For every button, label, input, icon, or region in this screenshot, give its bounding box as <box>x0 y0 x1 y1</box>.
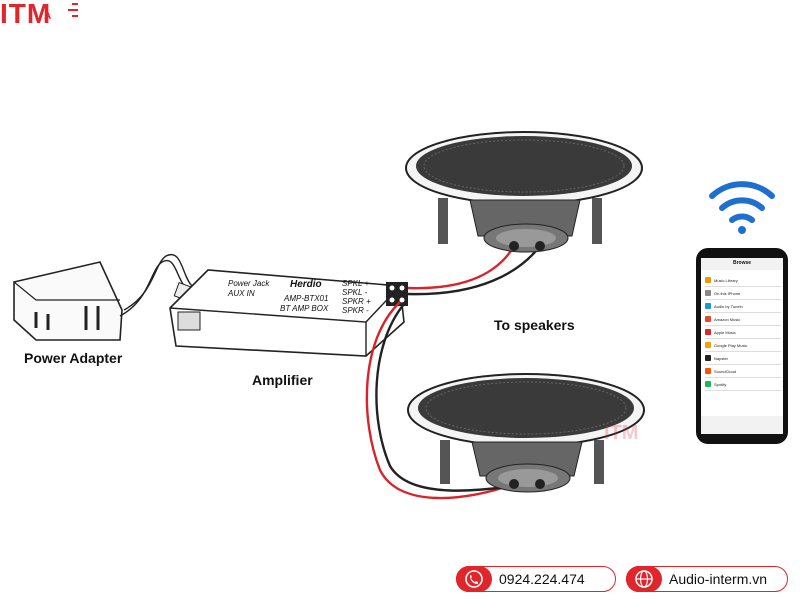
speaker-bottom <box>407 373 645 493</box>
contact-phone-number: 0924.224.474 <box>499 571 585 587</box>
app-icon <box>705 316 711 322</box>
app-icon <box>705 290 711 296</box>
amp-brand: Herdio <box>290 279 322 290</box>
phone-list-item-label: Music Library <box>714 277 738 283</box>
phone-list-item-label: Apple Music <box>714 329 736 335</box>
phone-list-item[interactable]: Audio by Tuneln <box>705 300 781 313</box>
app-icon <box>705 329 711 335</box>
brand-logo: ITM A <box>0 0 800 28</box>
phone-list-item-label: On this iPhone <box>714 290 741 296</box>
amp-port-aux: AUX IN <box>228 289 255 298</box>
contact-phone[interactable]: 0924.224.474 <box>456 566 616 592</box>
phone-list-item[interactable]: Spotify <box>705 378 781 391</box>
power-adapter-label: Power Adapter <box>24 350 123 366</box>
terminal-block <box>386 282 408 306</box>
amp-terminal-label: SPKL + <box>342 279 370 288</box>
power-adapter <box>13 253 201 341</box>
phone-header: Browse <box>732 260 752 266</box>
wire-bottom-black <box>375 303 541 492</box>
phone-list-item-label: Google Play Music <box>714 342 748 348</box>
speaker-top <box>405 131 643 253</box>
amp-type: BT AMP BOX <box>280 304 329 313</box>
phone-list-item[interactable]: Apple Music <box>705 326 781 339</box>
amp-port-power: Power Jack <box>228 279 270 288</box>
contact-website[interactable]: Audio-interm.vn <box>626 566 788 592</box>
app-icon <box>705 381 711 387</box>
phone-list-item-label: Amazon Music <box>714 316 741 322</box>
amp-terminal-label: SPKL - <box>342 288 368 297</box>
phone-list-item-label: Audio by Tuneln <box>714 303 743 309</box>
phone-list-item-label: SoundCloud <box>714 368 737 374</box>
amplifier-label: Amplifier <box>252 372 313 388</box>
phone-list-item[interactable]: SoundCloud <box>705 365 781 378</box>
wifi-icon <box>709 181 775 234</box>
phone-list-item[interactable]: Google Play Music <box>705 339 781 352</box>
brand-logo-text: ITM <box>0 0 52 29</box>
phone-list-item[interactable]: On this iPhone <box>705 287 781 300</box>
brand-logo-mark <box>68 3 78 17</box>
app-icon <box>705 277 711 283</box>
watermark: ITM <box>604 422 638 445</box>
brand-logo-sub: A <box>44 11 53 22</box>
globe-icon <box>626 566 662 592</box>
phone-list-item[interactable]: Amazon Music <box>705 313 781 326</box>
watermark-text: ITM <box>604 422 639 444</box>
app-icon <box>705 368 711 374</box>
app-icon <box>705 303 711 309</box>
phone-list-item[interactable]: Napster <box>705 352 781 365</box>
amp-terminal-labels: SPKL +SPKL -SPKR +SPKR - <box>342 279 371 315</box>
app-icon <box>705 355 711 361</box>
wire-top-red <box>407 245 516 290</box>
app-icon <box>705 342 711 348</box>
amp-model: AMP-BTX01 <box>284 294 329 303</box>
speakers-label: To speakers <box>494 317 575 333</box>
amp-terminal-label: SPKR + <box>342 297 371 306</box>
phone-list-item-label: Napster <box>714 355 729 361</box>
contact-website-url: Audio-interm.vn <box>669 571 768 587</box>
wire-bottom-red <box>365 301 515 500</box>
phone-icon <box>456 566 492 592</box>
phone-list-item-label: Spotify <box>714 381 727 387</box>
amp-terminal-label: SPKR - <box>342 306 369 315</box>
wire-top-black <box>407 245 541 296</box>
phone-list-item[interactable]: Music Library <box>705 274 781 287</box>
amplifier-box <box>169 269 405 357</box>
